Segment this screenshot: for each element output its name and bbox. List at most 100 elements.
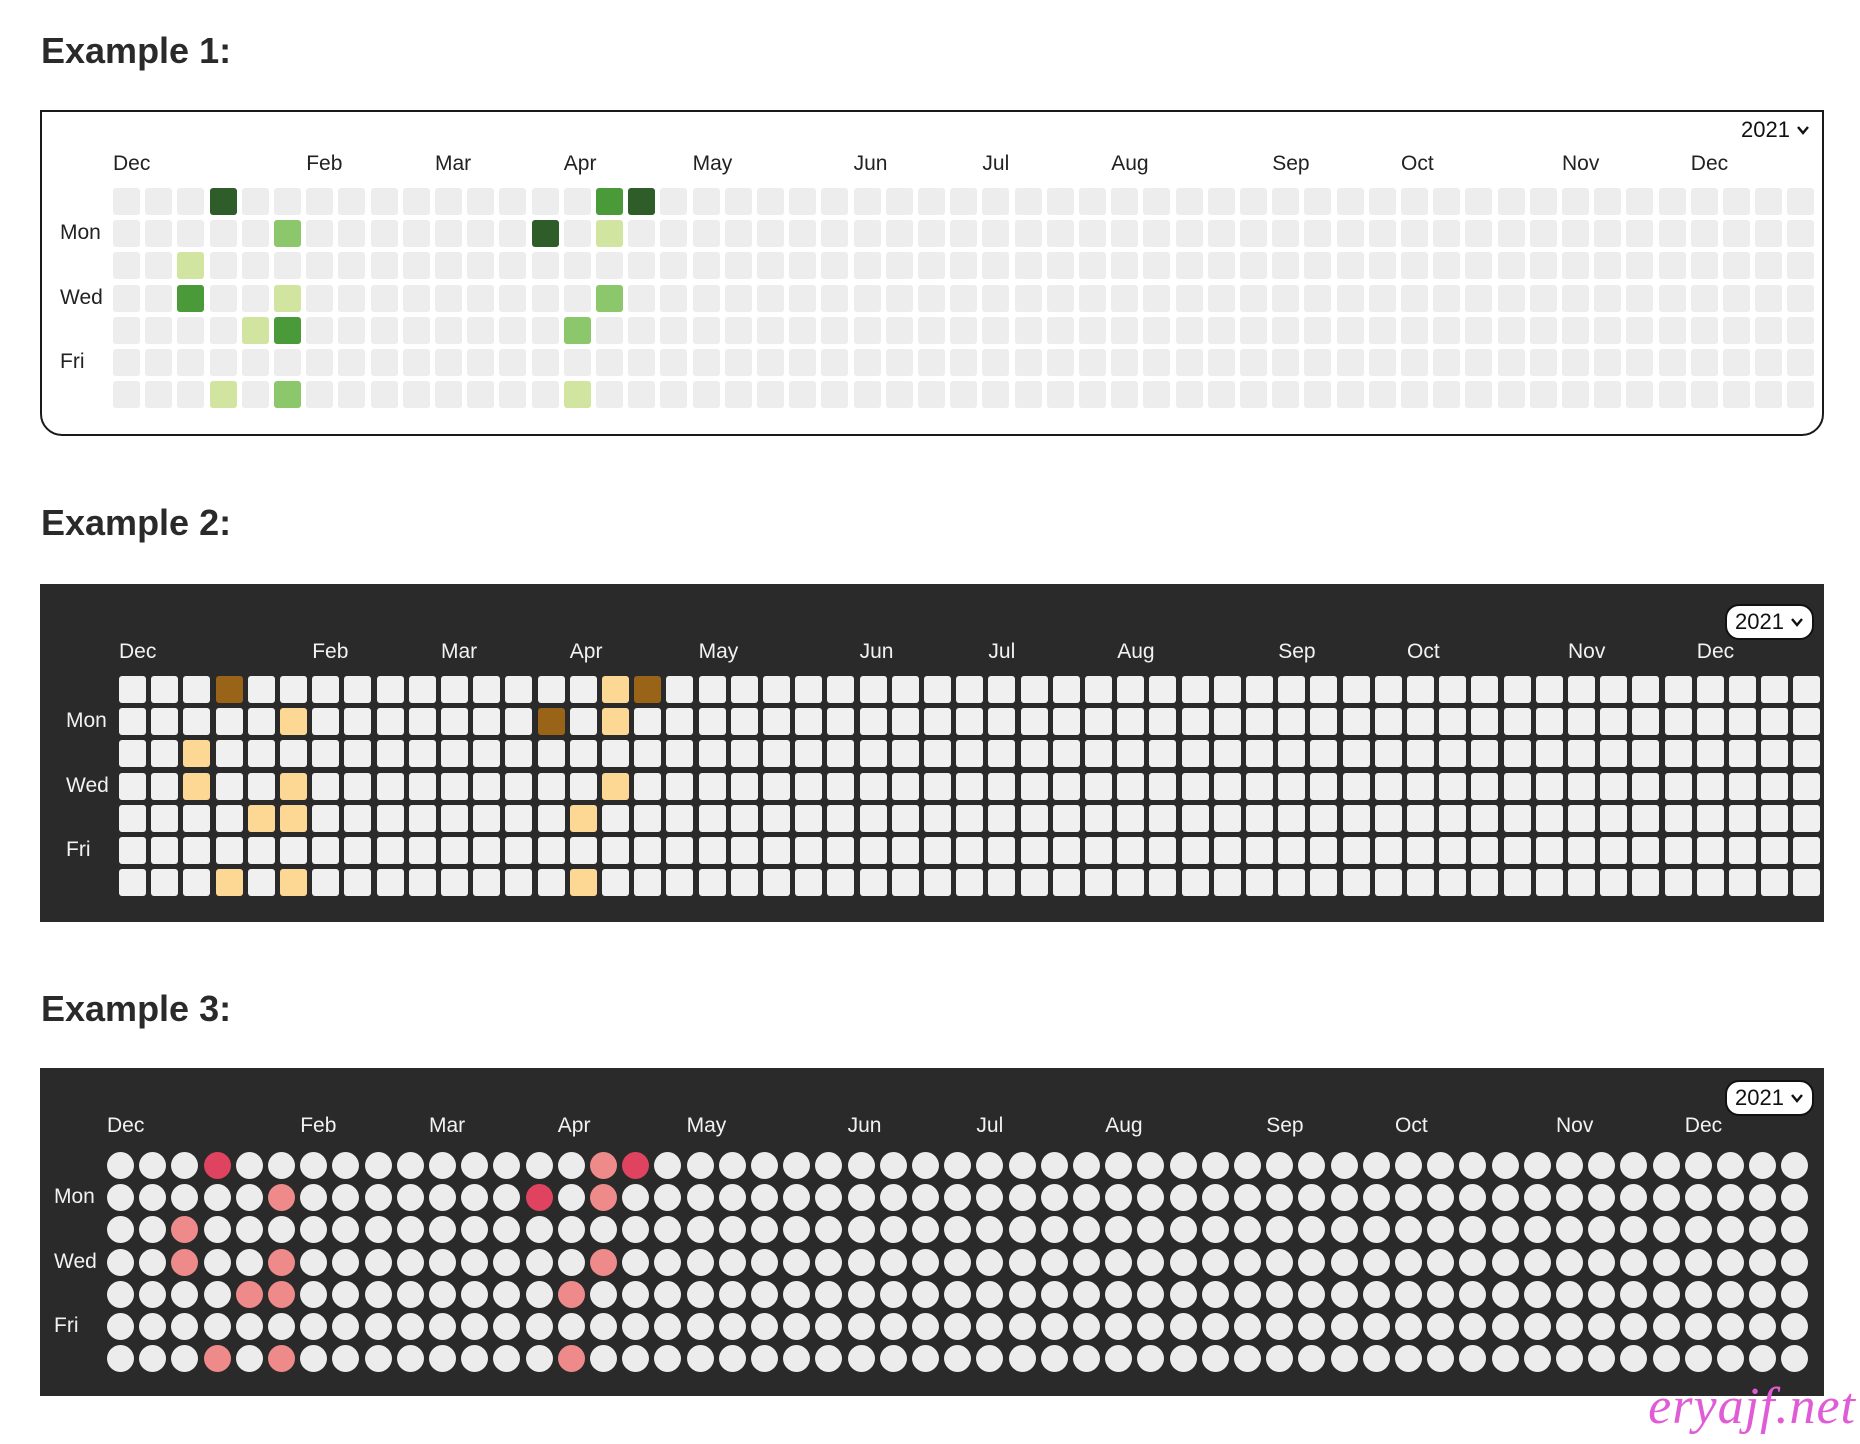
heatmap-cell[interactable]: [912, 1184, 939, 1212]
heatmap-cell[interactable]: [1562, 252, 1589, 280]
heatmap-cell[interactable]: [751, 1280, 778, 1308]
heatmap-cell[interactable]: [847, 1313, 875, 1340]
heatmap-cell[interactable]: [602, 676, 629, 703]
heatmap-cell[interactable]: [441, 837, 468, 864]
heatmap-cell[interactable]: [1117, 869, 1145, 897]
heatmap-cell[interactable]: [1175, 284, 1203, 312]
heatmap-cell[interactable]: [1266, 1184, 1294, 1212]
heatmap-cell[interactable]: [1008, 1280, 1036, 1308]
heatmap-cell[interactable]: [113, 220, 140, 248]
heatmap-cell[interactable]: [1085, 708, 1112, 736]
heatmap-cell[interactable]: [596, 188, 623, 215]
heatmap-cell[interactable]: [1207, 188, 1235, 215]
heatmap-cell[interactable]: [1079, 316, 1106, 344]
heatmap-cell[interactable]: [209, 188, 237, 215]
heatmap-cell[interactable]: [1213, 772, 1241, 800]
heatmap-cell[interactable]: [402, 349, 430, 376]
heatmap-cell[interactable]: [944, 1216, 972, 1244]
heatmap-cell[interactable]: [982, 220, 1010, 248]
heatmap-cell[interactable]: [435, 316, 462, 344]
heatmap-cell[interactable]: [1052, 869, 1080, 897]
heatmap-cell[interactable]: [1079, 252, 1106, 280]
heatmap-cell[interactable]: [338, 252, 366, 280]
heatmap-cell[interactable]: [563, 188, 591, 215]
heatmap-cell[interactable]: [145, 220, 173, 248]
heatmap-cell[interactable]: [1336, 349, 1364, 376]
heatmap-cell[interactable]: [119, 708, 146, 736]
heatmap-cell[interactable]: [203, 1184, 231, 1212]
heatmap-cell[interactable]: [370, 252, 398, 280]
heatmap-cell[interactable]: [1407, 837, 1434, 864]
heatmap-cell[interactable]: [918, 349, 945, 376]
heatmap-cell[interactable]: [596, 284, 623, 312]
heatmap-cell[interactable]: [1149, 676, 1177, 703]
heatmap-cell[interactable]: [1052, 740, 1080, 768]
heatmap-cell[interactable]: [235, 1313, 263, 1340]
heatmap-cell[interactable]: [751, 1184, 778, 1212]
heatmap-cell[interactable]: [1330, 1280, 1358, 1308]
heatmap-cell[interactable]: [376, 869, 404, 897]
heatmap-cell[interactable]: [312, 708, 340, 736]
heatmap-cell[interactable]: [956, 772, 984, 800]
heatmap-cell[interactable]: [815, 1184, 843, 1212]
heatmap-cell[interactable]: [1761, 837, 1789, 864]
heatmap-cell[interactable]: [1368, 284, 1396, 312]
heatmap-cell[interactable]: [891, 740, 919, 768]
heatmap-cell[interactable]: [654, 1248, 682, 1276]
heatmap-cell[interactable]: [1310, 837, 1338, 864]
heatmap-cell[interactable]: [666, 772, 694, 800]
heatmap-cell[interactable]: [1079, 188, 1106, 215]
heatmap-cell[interactable]: [1014, 316, 1042, 344]
heatmap-cell[interactable]: [531, 220, 559, 248]
heatmap-cell[interactable]: [1620, 1152, 1648, 1179]
heatmap-cell[interactable]: [499, 252, 527, 280]
heatmap-cell[interactable]: [815, 1280, 843, 1308]
heatmap-cell[interactable]: [177, 220, 205, 248]
heatmap-cell[interactable]: [1491, 1216, 1519, 1244]
heatmap-cell[interactable]: [821, 220, 849, 248]
heatmap-cell[interactable]: [209, 252, 237, 280]
heatmap-cell[interactable]: [686, 1184, 714, 1212]
heatmap-cell[interactable]: [1149, 804, 1177, 832]
heatmap-cell[interactable]: [891, 804, 919, 832]
heatmap-cell[interactable]: [1137, 1248, 1165, 1276]
heatmap-cell[interactable]: [209, 284, 237, 312]
heatmap-cell[interactable]: [988, 804, 1016, 832]
heatmap-cell[interactable]: [1014, 349, 1042, 376]
heatmap-cell[interactable]: [879, 1152, 907, 1179]
heatmap-cell[interactable]: [1729, 740, 1756, 768]
heatmap-cell[interactable]: [1046, 252, 1074, 280]
heatmap-cell[interactable]: [1723, 220, 1750, 248]
heatmap-cell[interactable]: [1523, 1280, 1551, 1308]
heatmap-cell[interactable]: [602, 837, 629, 864]
heatmap-cell[interactable]: [1111, 381, 1139, 409]
heatmap-cell[interactable]: [827, 804, 855, 832]
heatmap-cell[interactable]: [1465, 220, 1493, 248]
heatmap-cell[interactable]: [724, 188, 752, 215]
heatmap-cell[interactable]: [1459, 1248, 1487, 1276]
heatmap-cell[interactable]: [241, 381, 269, 409]
heatmap-cell[interactable]: [1336, 316, 1364, 344]
heatmap-cell[interactable]: [1620, 1248, 1648, 1276]
heatmap-cell[interactable]: [531, 284, 559, 312]
heatmap-cell[interactable]: [912, 1152, 939, 1179]
heatmap-cell[interactable]: [1272, 252, 1300, 280]
heatmap-cell[interactable]: [376, 772, 404, 800]
heatmap-cell[interactable]: [1632, 740, 1660, 768]
heatmap-cell[interactable]: [1433, 316, 1461, 344]
heatmap-cell[interactable]: [183, 708, 211, 736]
heatmap-cell[interactable]: [847, 1184, 875, 1212]
heatmap-cell[interactable]: [177, 284, 205, 312]
heatmap-cell[interactable]: [1664, 804, 1692, 832]
heatmap-cell[interactable]: [730, 740, 758, 768]
heatmap-cell[interactable]: [1020, 804, 1048, 832]
heatmap-cell[interactable]: [177, 188, 205, 215]
heatmap-cell[interactable]: [1684, 1313, 1712, 1340]
heatmap-cell[interactable]: [1052, 772, 1080, 800]
heatmap-cell[interactable]: [1491, 1345, 1519, 1373]
heatmap-cell[interactable]: [1240, 349, 1267, 376]
heatmap-cell[interactable]: [918, 284, 945, 312]
heatmap-cell[interactable]: [139, 1280, 167, 1308]
heatmap-cell[interactable]: [370, 316, 398, 344]
heatmap-cell[interactable]: [757, 381, 784, 409]
